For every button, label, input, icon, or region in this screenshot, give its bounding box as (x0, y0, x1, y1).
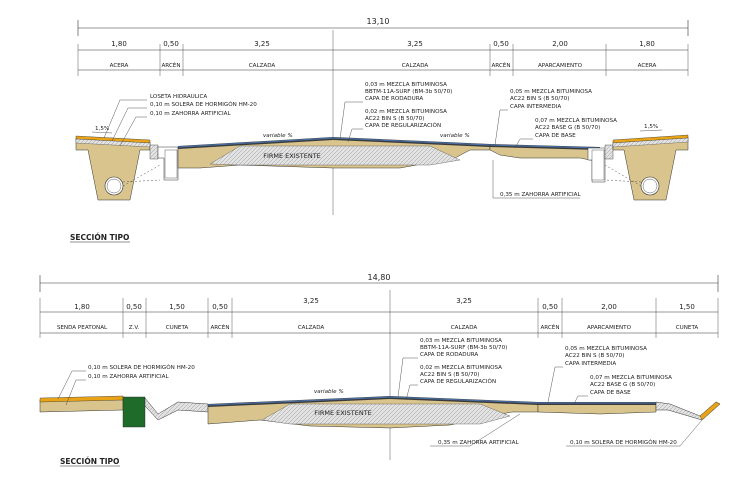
dim-2-calzada-right: 3,25 (456, 297, 472, 305)
dim-1-calzada-right: 3,25 (407, 40, 423, 48)
zone-2-arcen-right: ARCÉN (540, 323, 559, 331)
dim-2-arcen-right: 0,50 (542, 303, 558, 311)
dim-2-cuneta-right: 1,50 (679, 303, 695, 311)
label-2-r4: AC22 BASE G (B 50/70) (590, 382, 655, 388)
label-1-c3: 0,02 m MEZCLA BITUMINOSA (365, 109, 447, 115)
dim-1-calzada-left: 3,25 (254, 40, 270, 48)
label-1-r2: CAPA INTERMEDIA (510, 104, 561, 110)
zone-2-arcen-left: ARCÉN (210, 323, 229, 331)
label-2-r1: AC22 BIN S (B 50/70) (565, 353, 624, 359)
label-1-r5: CAPA DE BASE (535, 133, 576, 139)
label-1-r0: 0,05 m MEZCLA BITUMINOSA (510, 89, 592, 95)
section-1-title: SECCIÓN TIPO (70, 233, 129, 242)
zone-2-cuneta-left: CUNETA (166, 325, 189, 331)
label-2-bottom-right: 0,10 m SOLERA DE HORMIGÓN HM-20 (570, 439, 677, 446)
dim-1-arcen-right: 0,50 (493, 40, 509, 48)
label-1-solera: 0,10 m SOLERA DE HORMIGÓN HM-20 (150, 101, 257, 108)
label-2-r0: 0,05 m MEZCLA BITUMINOSA (565, 346, 647, 352)
right-side-1 (489, 134, 689, 201)
zone-1-acera-left: ACERA (110, 63, 129, 69)
left-sidewalk-1 (75, 135, 179, 201)
dim-2-calzada-left: 3,25 (303, 297, 319, 305)
zone-2-aparcamiento: APARCAMIENTO (587, 325, 632, 331)
green-zone-block (122, 396, 146, 428)
right-side-2 (537, 401, 721, 421)
label-1-c4: AC22 BIN S (B 50/70) (365, 116, 424, 122)
variable-2: variable % (314, 389, 344, 395)
total-dimension-1: 13,10 (367, 17, 390, 26)
label-2-r2: CAPA INTERMEDIA (565, 361, 616, 367)
label-2-solera: 0,10 m SOLERA DE HORMIGÓN HM-20 (88, 364, 195, 371)
zone-1-aparcamiento: APARCAMIENTO (538, 63, 583, 69)
firme-existente-2: FIRME EXISTENTE (314, 409, 372, 417)
road-section-1: FIRME EXISTENTE (177, 137, 491, 169)
zone-1-acera-right: ACERA (638, 63, 657, 69)
label-2-c5: CAPA DE REGULARIZACIÓN (420, 378, 496, 385)
label-2-c2: CAPA DE RODADURA (420, 352, 478, 358)
label-1-c1: BBTM-11A-SURF (BM-3b 50/70) (365, 89, 452, 95)
zone-1-calzada-left: CALZADA (249, 63, 276, 69)
label-2-c3: 0,02 m MEZCLA BITUMINOSA (420, 365, 502, 371)
variable-1-right: variable % (440, 133, 470, 139)
section-2-title: SECCIÓN TIPO (60, 457, 119, 466)
zone-2-calzada-left: CALZADA (298, 325, 325, 331)
label-2-r5: CAPA DE BASE (590, 390, 631, 396)
slope-1-left: 1,5% (95, 126, 109, 132)
dim-2-cuneta-left: 1,50 (169, 303, 185, 311)
label-1-zahorra: 0,10 m ZAHORRA ARTIFICIAL (150, 111, 232, 117)
road-section-2: FIRME EXISTENTE (207, 396, 539, 429)
zone-2-cuneta-right: CUNETA (676, 325, 699, 331)
zone-2-zv: Z.V. (129, 325, 140, 331)
firme-existente-1: FIRME EXISTENTE (263, 152, 321, 160)
dim-2-aparcamiento: 2,00 (601, 303, 617, 311)
section-2: 14,80 1,80 0,50 1,50 0,50 3,25 3,25 0,50… (39, 273, 721, 467)
label-2-c1: BBTM-11A-SURF (BM-3b 50/70) (420, 345, 507, 351)
label-1-c2: CAPA DE RODADURA (365, 96, 423, 102)
total-dimension-2: 14,80 (368, 273, 391, 282)
variable-1-left: variable % (263, 133, 293, 139)
label-1-c5: CAPA DE REGULARIZACIÓN (365, 122, 441, 129)
label-1-r1: AC22 BIN S (B 50/70) (510, 96, 569, 102)
dim-1-aparcamiento: 2,00 (552, 40, 568, 48)
label-1-bottom: 0,35 m ZAHORRA ARTIFICIAL (500, 192, 582, 198)
dim-1-acera-right: 1,80 (639, 40, 655, 48)
zone-2-calzada-right: CALZADA (451, 325, 478, 331)
label-1-r3: 0,07 m MEZCLA BITUMINOSA (535, 118, 617, 124)
zone-1-calzada-right: CALZADA (402, 63, 429, 69)
label-2-c0: 0,03 m MEZCLA BITUMINOSA (420, 338, 502, 344)
label-1-loseta: LOSETA HIDRAULICA (150, 94, 207, 100)
label-1-r4: AC22 BASE G (B 50/70) (535, 125, 600, 131)
label-2-bottom: 0,35 m ZAHORRA ARTIFICIAL (438, 440, 520, 446)
label-1-c0: 0,03 m MEZCLA BITUMINOSA (365, 82, 447, 88)
slope-1-right: 1,5% (644, 124, 658, 130)
left-side-2 (39, 395, 209, 428)
dim-2-senda: 1,80 (74, 303, 90, 311)
section-1: 13,10 1,80 0,50 3,25 3,25 0,50 2,00 1,80… (70, 17, 689, 243)
zone-1-arcen-right: ARCÉN (491, 61, 510, 69)
label-2-r3: 0,07 m MEZCLA BITUMINOSA (590, 375, 672, 381)
zone-1-arcen-left: ARCÉN (161, 61, 180, 69)
dim-2-zv: 0,50 (126, 303, 142, 311)
label-2-zahorra: 0,10 m ZAHORRA ARTIFICIAL (88, 374, 170, 380)
zone-2-senda: SENDA PEATONAL (57, 325, 108, 331)
dim-1-arcen-left: 0,50 (163, 40, 179, 48)
dim-2-arcen-left: 0,50 (212, 303, 228, 311)
dim-1-acera-left: 1,80 (111, 40, 127, 48)
label-2-c4: AC22 BIN S (B 50/70) (420, 372, 479, 378)
